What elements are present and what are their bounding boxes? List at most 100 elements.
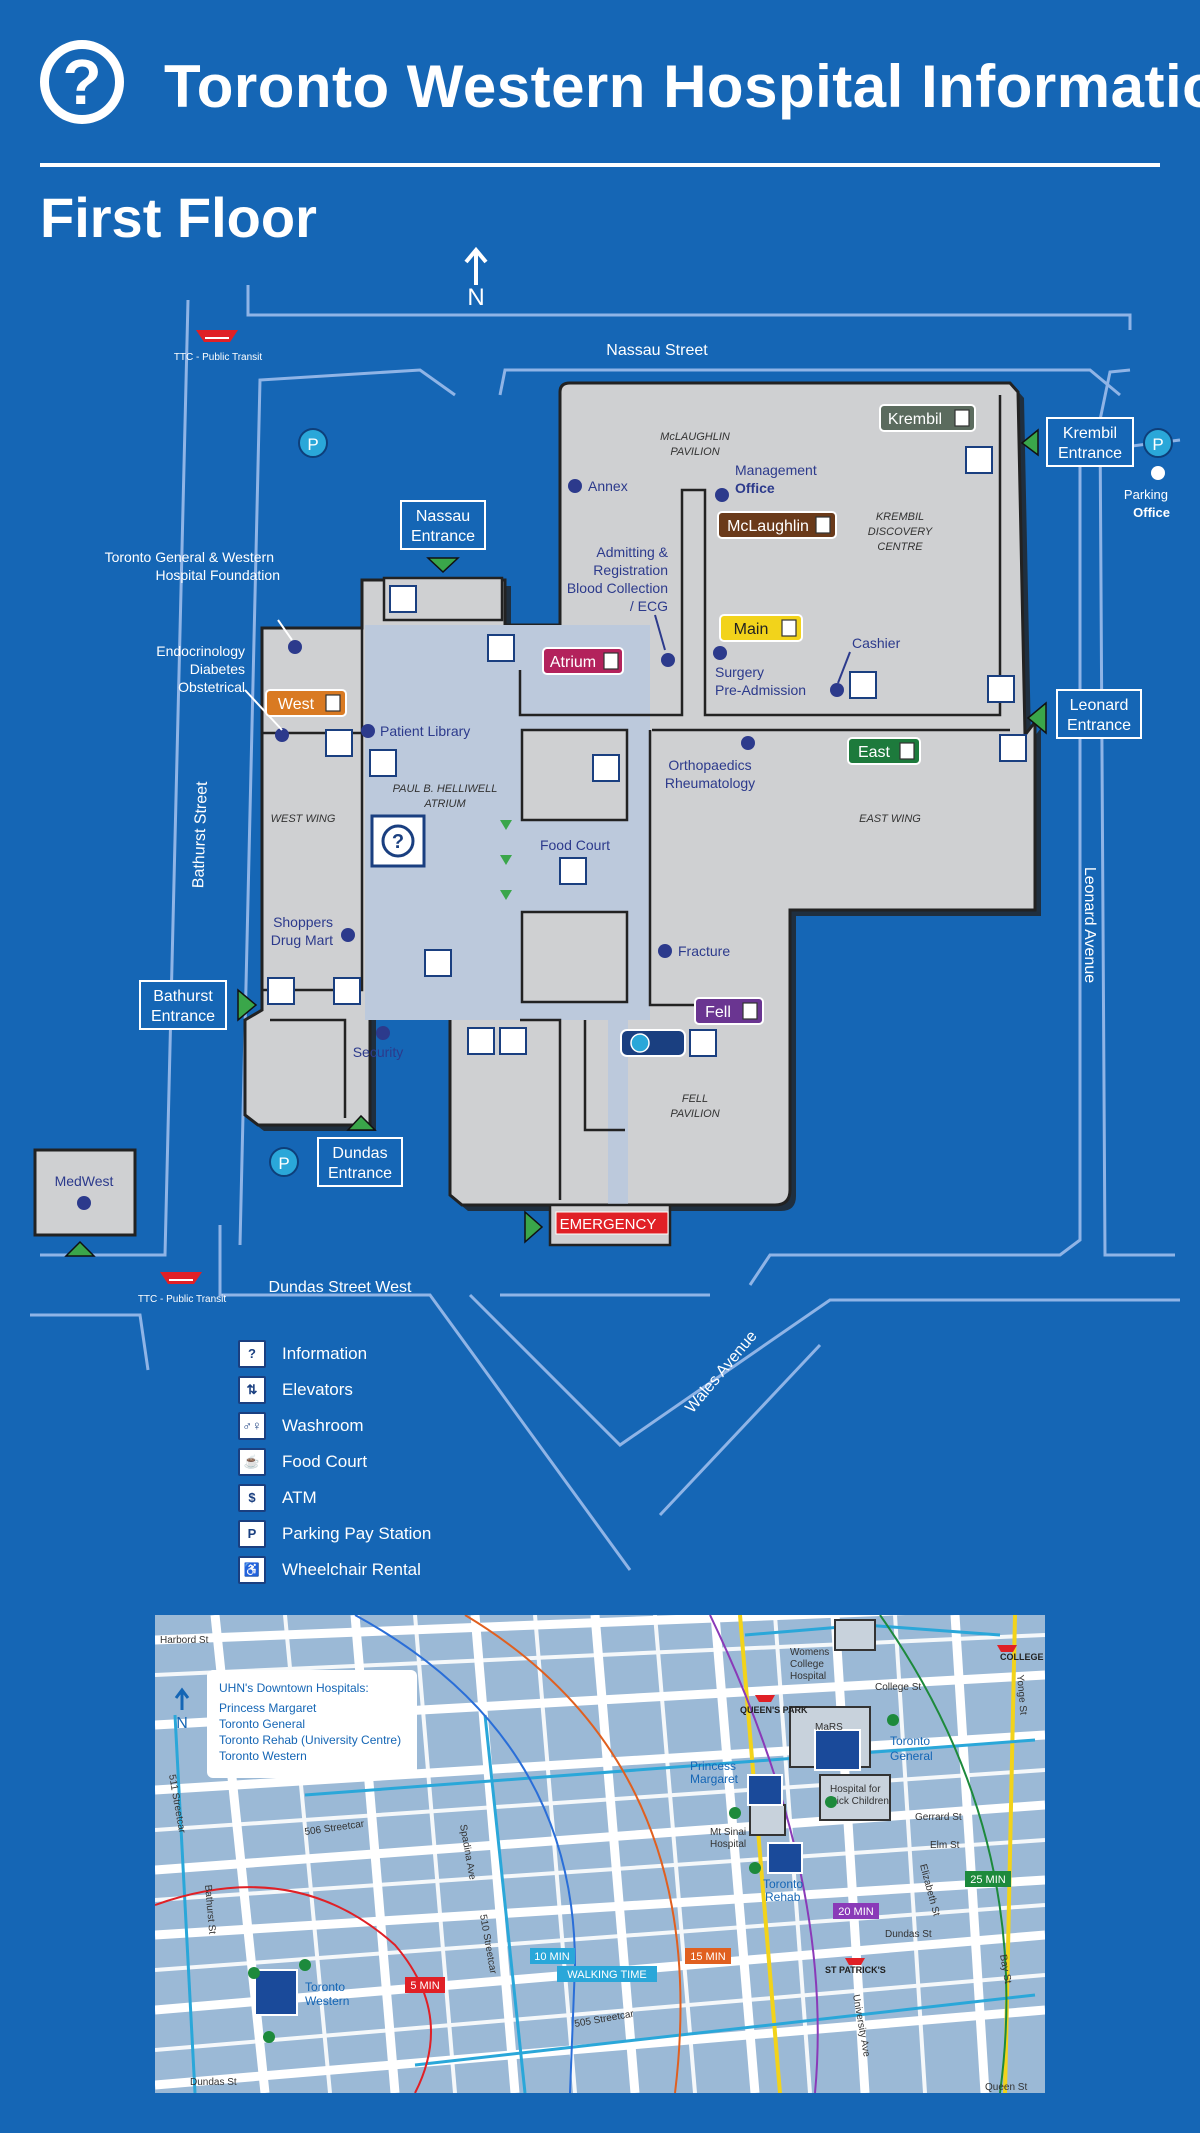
surgery-line2: Pre-Admission xyxy=(715,682,806,698)
university-label: University Ave xyxy=(850,1994,872,2059)
foundation-line2: Hospital Foundation xyxy=(155,567,280,583)
dundas-entrance-line2: Entrance xyxy=(328,1165,392,1182)
fifteen-min-badge xyxy=(685,1948,731,1964)
page-title: Toronto Western Hospital Information xyxy=(164,53,1200,120)
mclaughlin-badge-label: McLaughlin xyxy=(727,518,809,535)
medwest-label: MedWest xyxy=(55,1173,114,1189)
patient-library-label: Patient Library xyxy=(380,723,470,739)
foundation-line1: Toronto General & Western xyxy=(105,549,274,565)
nassau-entrance-line2: Entrance xyxy=(411,528,475,545)
legend-item-washroom: ♂♀ Washroom xyxy=(238,1412,478,1442)
twentyfive-min-badge xyxy=(965,1871,1011,1887)
five-min-label: 5 MIN xyxy=(410,1980,439,1992)
legend-label: ATM xyxy=(282,1488,317,1507)
krembil-elevator-badge xyxy=(879,404,976,432)
hospital-toronto-rehab[interactable]: Toronto Rehab (University Centre) xyxy=(219,1733,402,1747)
ttc-label-south: TTC - Public Transit xyxy=(138,1294,227,1305)
food-court-icon: ☕ xyxy=(238,1448,266,1476)
twenty-min-badge xyxy=(833,1903,879,1919)
toronto-western-line1: Toronto xyxy=(305,1980,345,1994)
fifteen-min-label: 15 MIN xyxy=(690,1951,726,1963)
leonard-entrance-line1: Leonard xyxy=(1070,697,1129,714)
ttc-label-north: TTC - Public Transit xyxy=(174,352,263,363)
west-wing-label: WEST WING xyxy=(271,813,336,825)
food-court-icon xyxy=(467,1027,495,1055)
mt-sinai-line2: Hospital xyxy=(710,1839,746,1850)
endo-line2: Diabetes xyxy=(190,661,245,677)
legend-label: Information xyxy=(282,1344,368,1363)
elizabeth-label: Elizabeth St xyxy=(917,1863,941,1918)
legend-item-elevators: ⇅ Elevators xyxy=(238,1376,478,1406)
food-court-label: Food Court xyxy=(540,837,610,853)
elm-label: Elm St xyxy=(930,1840,960,1851)
gerrard-label: Gerrard St xyxy=(915,1812,962,1823)
leader-lines xyxy=(244,619,293,731)
legend-label: Food Court xyxy=(282,1452,368,1471)
information-glyph: ? xyxy=(392,831,404,853)
bathurst-entrance-box xyxy=(139,980,227,1030)
dundas-lower-label: Dundas St xyxy=(190,2077,237,2088)
krembil-entrance-box xyxy=(1046,417,1134,467)
emergency-label: EMERGENCY xyxy=(560,1216,657,1233)
queens-park-label: QUEEN'S PARK xyxy=(740,1705,808,1715)
washroom-icon xyxy=(325,729,353,757)
spadina-label: Spadina Ave xyxy=(457,1824,478,1881)
streetcar-505-label: 505 Streetcar xyxy=(574,2009,636,2030)
dundas-entrance-box xyxy=(317,1137,403,1187)
endo-line3: Obstetrical xyxy=(178,679,245,695)
hospital-princess-margaret[interactable]: Princess Margaret xyxy=(219,1701,317,1715)
uhn-hospitals-box: UHN's Downtown Hospitals: Princess Marga… xyxy=(207,1670,417,1778)
emergency-corridor xyxy=(608,1020,628,1205)
medwest-building xyxy=(33,1148,137,1237)
krembil-entrance-line2: Entrance xyxy=(1058,445,1122,462)
legend-item-atm: $ ATM xyxy=(238,1484,478,1514)
mt-sinai-building xyxy=(749,1804,786,1836)
parking-office-line2: Office xyxy=(1133,505,1170,520)
college-label: College St xyxy=(875,1682,921,1693)
admitting-line3: Blood Collection xyxy=(567,580,668,596)
food-court-icon xyxy=(987,675,1015,703)
wheelchair-rental-icon xyxy=(999,734,1027,762)
legend-item-wheelchair-rental: ♿ Wheelchair Rental xyxy=(238,1556,478,1586)
dundas-inset-label: Dundas St xyxy=(885,1929,932,1940)
hospital-toronto-western[interactable]: Toronto Western xyxy=(219,1749,307,1763)
mclaughlin-pavilion-line2: PAVILION xyxy=(670,446,719,458)
west-badge-label: West xyxy=(278,696,315,713)
parking-icon xyxy=(298,428,328,458)
east-wing-label: EAST WING xyxy=(859,813,921,825)
main-badge-label: Main xyxy=(734,621,769,638)
nassau-entrance-line1: Nassau xyxy=(416,508,470,525)
legend-label: Washroom xyxy=(282,1416,364,1435)
management-office-label: Office xyxy=(735,480,775,496)
womens-line2: College xyxy=(790,1659,824,1670)
twenty-min-label: 20 MIN xyxy=(838,1906,874,1918)
admitting-line4: / ECG xyxy=(630,598,668,614)
inset-streets xyxy=(155,1615,1045,2093)
hospital-toronto-general[interactable]: Toronto General xyxy=(219,1717,306,1731)
krembil-centre-line3: CENTRE xyxy=(877,541,923,553)
admitting-line1: Admitting & xyxy=(596,544,668,560)
womens-college-building xyxy=(834,1619,876,1651)
ttc-icon xyxy=(196,330,238,342)
parking-pay-station-icon: P xyxy=(238,1520,266,1548)
krembil-entrance-line1: Krembil xyxy=(1063,425,1117,442)
parking-icon xyxy=(269,1147,299,1177)
atrium-label-line1: PAUL B. HELLIWELL xyxy=(393,783,498,795)
legend-label: Parking Pay Station xyxy=(282,1524,432,1543)
interior-walls xyxy=(262,395,1010,1200)
bathurst-inset-label: Bathurst St xyxy=(202,1884,217,1934)
atrium-tree-icons xyxy=(500,820,512,900)
parking-letter: P xyxy=(307,435,318,454)
harbord-label: Harbord St xyxy=(160,1635,209,1646)
east-badge-label: East xyxy=(858,744,891,761)
leonard-entrance-line2: Entrance xyxy=(1067,717,1131,734)
queen-label: Queen St xyxy=(985,2082,1027,2093)
place-dots xyxy=(77,479,844,1210)
parking-icon xyxy=(1143,428,1173,458)
streetcar-506-label: 506 Streetcar xyxy=(304,1819,366,1838)
bathurst-entrance-line2: Entrance xyxy=(151,1008,215,1025)
washroom-icon: ♂♀ xyxy=(238,1412,266,1440)
legend-item-information: ? Information xyxy=(238,1340,478,1370)
toronto-general-icon xyxy=(814,1729,861,1771)
washroom-icon xyxy=(849,671,877,699)
